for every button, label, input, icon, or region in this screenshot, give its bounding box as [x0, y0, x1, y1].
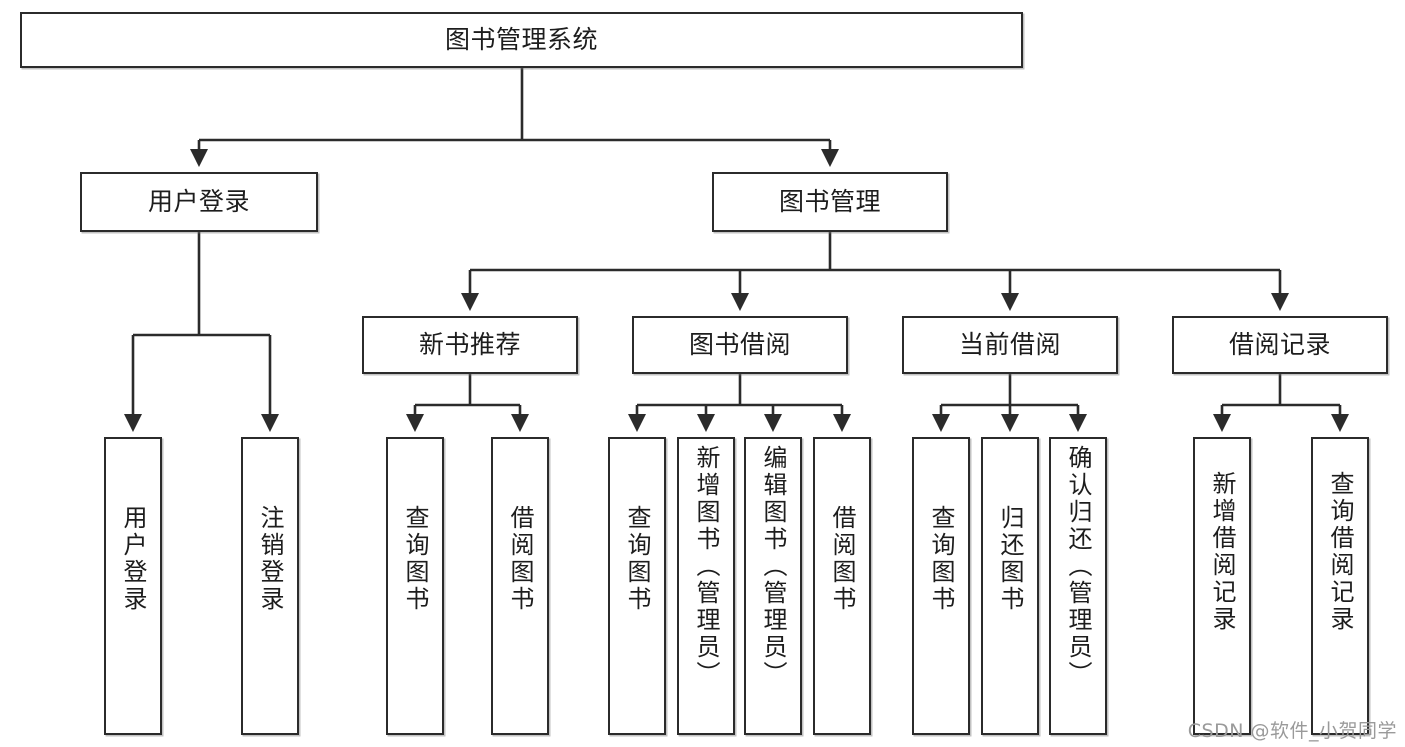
node-current-borrow-label: 当前借阅 [958, 330, 1061, 360]
node-root[interactable]: 图书管理系统 [20, 12, 1023, 68]
node-leaf-borrow-book-1-label: 借阅图书 [506, 505, 534, 613]
node-book-manage-label: 图书管理 [778, 187, 881, 217]
node-leaf-query-book-2[interactable]: 查询图书 [608, 437, 666, 735]
node-leaf-logout-login-label: 注销登录 [256, 505, 284, 613]
node-leaf-edit-book-label: 编辑图书（管理员） [759, 445, 787, 688]
node-leaf-query-record-label: 查询借阅记录 [1326, 471, 1354, 633]
node-user-login[interactable]: 用户登录 [80, 172, 318, 232]
node-book-borrow[interactable]: 图书借阅 [632, 316, 848, 374]
node-current-borrow[interactable]: 当前借阅 [902, 316, 1118, 374]
node-leaf-user-login[interactable]: 用户登录 [104, 437, 162, 735]
node-leaf-borrow-book-1[interactable]: 借阅图书 [491, 437, 549, 735]
node-leaf-query-book-2-label: 查询图书 [623, 505, 651, 613]
node-leaf-return-book-label: 归还图书 [996, 505, 1024, 613]
node-leaf-query-book-3[interactable]: 查询图书 [912, 437, 970, 735]
node-new-book-recommend[interactable]: 新书推荐 [362, 316, 578, 374]
node-borrow-record-label: 借阅记录 [1228, 330, 1331, 360]
node-new-book-recommend-label: 新书推荐 [418, 330, 521, 360]
node-user-login-label: 用户登录 [147, 187, 250, 217]
node-borrow-record[interactable]: 借阅记录 [1172, 316, 1388, 374]
node-leaf-confirm-return-label: 确认归还（管理员） [1064, 445, 1092, 688]
node-leaf-query-book-3-label: 查询图书 [927, 505, 955, 613]
node-book-borrow-label: 图书借阅 [688, 330, 791, 360]
node-book-manage[interactable]: 图书管理 [712, 172, 948, 232]
node-leaf-edit-book[interactable]: 编辑图书（管理员） [744, 437, 802, 735]
node-leaf-borrow-book-2[interactable]: 借阅图书 [813, 437, 871, 735]
node-leaf-borrow-book-2-label: 借阅图书 [828, 505, 856, 613]
node-leaf-logout-login[interactable]: 注销登录 [241, 437, 299, 735]
node-leaf-query-record[interactable]: 查询借阅记录 [1311, 437, 1369, 735]
node-leaf-add-record-label: 新增借阅记录 [1208, 471, 1236, 633]
node-leaf-add-book-label: 新增图书（管理员） [692, 445, 720, 688]
node-root-label: 图书管理系统 [444, 25, 598, 55]
node-leaf-query-book-1[interactable]: 查询图书 [386, 437, 444, 735]
node-leaf-return-book[interactable]: 归还图书 [981, 437, 1039, 735]
node-leaf-confirm-return[interactable]: 确认归还（管理员） [1049, 437, 1107, 735]
node-leaf-user-login-label: 用户登录 [119, 505, 147, 613]
node-leaf-add-record[interactable]: 新增借阅记录 [1193, 437, 1251, 735]
watermark-text: CSDN @软件_小贺同学 [1187, 720, 1397, 742]
node-leaf-add-book[interactable]: 新增图书（管理员） [677, 437, 735, 735]
node-leaf-query-book-1-label: 查询图书 [401, 505, 429, 613]
